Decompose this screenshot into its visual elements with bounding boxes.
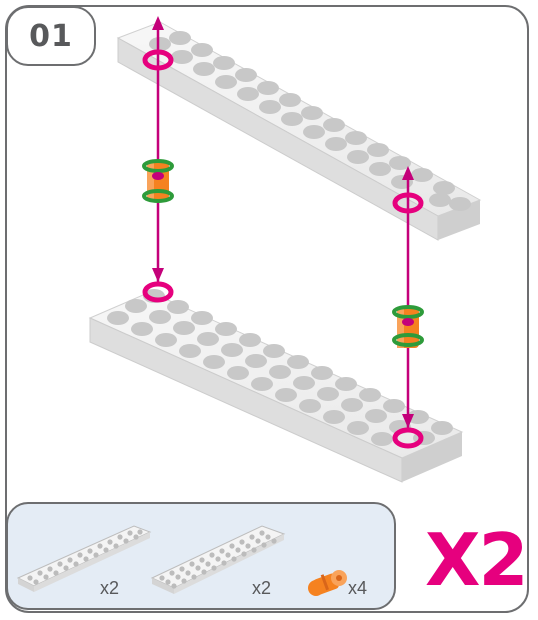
orange-connector-peg-icon [308, 570, 347, 596]
wide-beam-plate-icon [150, 525, 286, 594]
wide-beam-plate-quantity: x2 [252, 578, 272, 598]
step-number-badge: 01 [6, 6, 96, 66]
step-number: 01 [29, 18, 73, 54]
upper-beam-plate [116, 21, 482, 241]
long-beam-plate-icon [16, 525, 152, 592]
connector-peg-icon [142, 159, 174, 203]
orange-connector-peg-quantity: x4 [348, 578, 368, 598]
assembly-illustration [88, 16, 482, 483]
right-assembly-arrow [402, 166, 414, 428]
long-beam-plate-quantity: x2 [100, 578, 120, 598]
build-multiplier: X2 [425, 518, 529, 602]
connector-peg-icon [392, 305, 424, 348]
target-ring-icon [142, 49, 424, 449]
parts-list-panel: x2 x2 x4 [6, 502, 396, 610]
lower-beam-plate [88, 289, 464, 483]
